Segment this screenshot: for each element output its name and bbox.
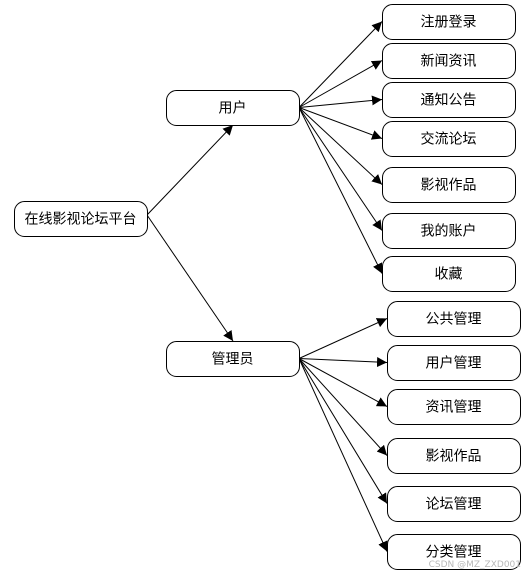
node-a5-label: 论坛管理 (426, 497, 482, 513)
node-root-label: 在线影视论坛平台 (25, 212, 137, 228)
nodes-layer: 在线影视论坛平台用户注册登录新闻资讯通知公告交流论坛影视作品我的账户收藏管理员公… (14, 4, 521, 570)
edge-user-to-u2 (298, 60, 383, 108)
edge-user-to-u1 (298, 21, 383, 108)
node-a2-label: 用户管理 (426, 355, 482, 372)
edge-root-to-user (146, 124, 234, 216)
node-a6: 分类管理 (387, 534, 521, 570)
node-u2: 新闻资讯 (382, 43, 516, 79)
node-a1-label: 公共管理 (426, 312, 482, 328)
node-root: 在线影视论坛平台 (14, 201, 148, 237)
node-u3-label: 通知公告 (421, 92, 477, 109)
edge-admin-to-a4 (298, 358, 388, 456)
node-admin-label: 管理员 (212, 352, 254, 368)
node-u3: 通知公告 (382, 82, 516, 118)
node-a4: 影视作品 (387, 438, 521, 474)
node-u6-box (382, 213, 516, 249)
node-u1: 注册登录 (382, 4, 516, 40)
node-user-box (166, 90, 300, 126)
node-a2-box (387, 345, 521, 381)
node-u7-box (382, 256, 516, 292)
node-u3-box (382, 82, 516, 118)
node-a1-box (387, 301, 521, 337)
edge-user-to-u5 (298, 107, 383, 185)
edge-admin-to-a3 (298, 358, 388, 407)
edge-root-to-admin (146, 214, 234, 342)
watermark: CSDN @MZ_ZXD001 (429, 560, 521, 570)
node-u4-box (382, 121, 516, 157)
node-u4: 交流论坛 (382, 121, 516, 157)
node-u7-label: 收藏 (435, 267, 463, 283)
edge-user-to-u3 (298, 95, 383, 108)
node-u6-label: 我的账户 (421, 223, 477, 240)
node-a4-label: 影视作品 (426, 449, 482, 465)
node-u4-label: 交流论坛 (421, 131, 477, 148)
node-u2-label: 新闻资讯 (421, 54, 477, 70)
node-a6-box (387, 534, 521, 570)
node-u5: 影视作品 (382, 167, 516, 203)
node-u6: 我的账户 (382, 213, 516, 249)
node-user: 用户 (166, 90, 300, 126)
edge-admin-to-a6 (298, 358, 388, 552)
node-a2: 用户管理 (387, 345, 521, 381)
node-a5: 论坛管理 (387, 486, 521, 522)
node-a3-label: 资讯管理 (426, 400, 482, 416)
node-a6-label: 分类管理 (426, 545, 482, 561)
node-root-box (14, 201, 148, 237)
node-a1: 公共管理 (387, 301, 521, 337)
node-user-label: 用户 (219, 100, 247, 117)
edge-admin-to-a2 (298, 357, 388, 368)
node-u1-box (382, 4, 516, 40)
edge-user-to-u4 (298, 107, 383, 140)
edge-user-to-u7 (298, 107, 383, 274)
node-a3: 资讯管理 (387, 389, 521, 425)
node-a3-box (387, 389, 521, 425)
node-u5-box (382, 167, 516, 203)
edge-admin-to-a1 (298, 318, 388, 359)
node-admin-box (166, 341, 300, 377)
edge-admin-to-a5 (298, 358, 388, 504)
node-a4-box (387, 438, 521, 474)
edges-layer (146, 21, 388, 552)
node-u1-label: 注册登录 (421, 15, 477, 31)
edge-user-to-u6 (298, 107, 383, 231)
node-a5-box (387, 486, 521, 522)
node-admin: 管理员 (166, 341, 300, 377)
node-u7: 收藏 (382, 256, 516, 292)
node-u5-label: 影视作品 (421, 178, 477, 194)
node-u2-box (382, 43, 516, 79)
